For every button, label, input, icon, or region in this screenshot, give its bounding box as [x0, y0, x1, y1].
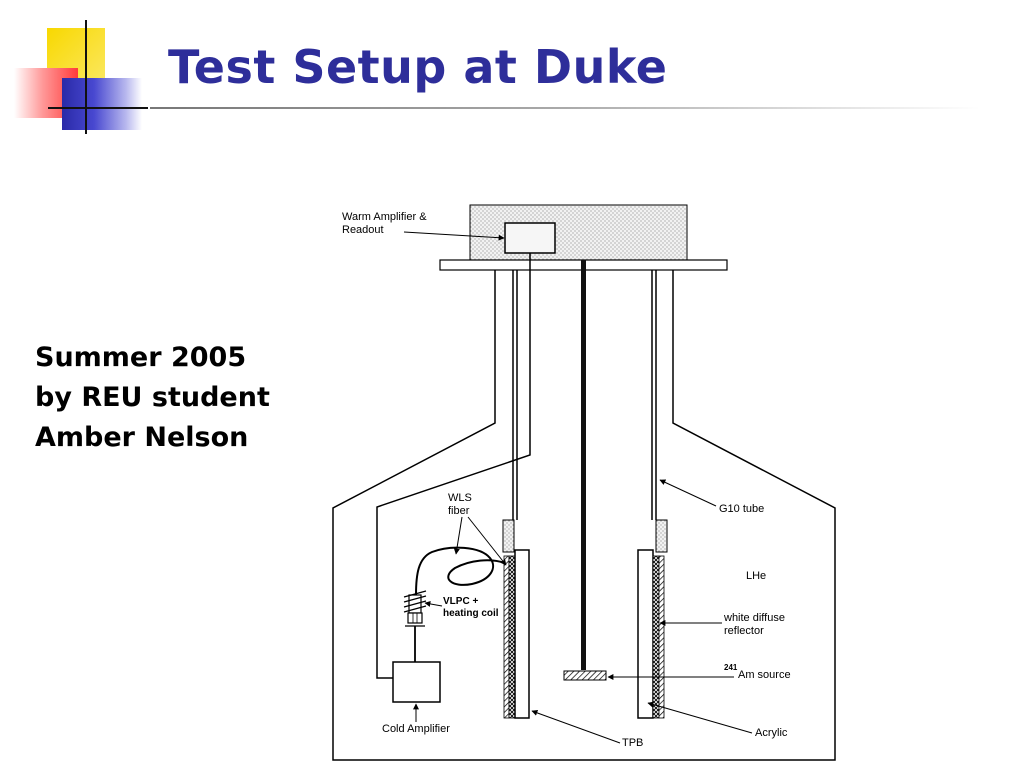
vlpc-heating-coil [403, 590, 427, 627]
reflector-right [652, 555, 660, 719]
vlpc-leader [424, 600, 443, 607]
cold-amplifier-label: Cold Amplifier [382, 723, 450, 735]
warm-amp-label-2: Readout [342, 224, 384, 236]
reflector-label-2: reflector [724, 625, 764, 637]
tpb-layer-right [658, 555, 665, 719]
warm-readout-box [469, 204, 688, 261]
credit-line-3: Amber Nelson [35, 422, 249, 453]
wls-leader-2 [467, 516, 507, 566]
acrylic-label: Acrylic [755, 727, 788, 739]
readout-cable [376, 253, 531, 679]
warm-amplifier-box [504, 222, 556, 254]
warm-amp-leader [403, 231, 505, 241]
acrylic-leader [647, 701, 753, 734]
tpb-label: TPB [622, 737, 643, 749]
source-superscript: 241 [724, 663, 738, 672]
vlpc-label-2: heating coil [443, 608, 499, 619]
acrylic-right [637, 549, 654, 719]
tpb-leader [531, 710, 621, 744]
g10-leader [659, 479, 717, 507]
wls-fiber [415, 546, 506, 596]
credit-line-2: by REU student [35, 382, 270, 413]
vlpc-label-1: VLPC + [443, 596, 478, 607]
decor-vertical-line [85, 20, 87, 134]
g10-tube-label: G10 tube [719, 503, 764, 515]
reflector-label-1: white diffuse [723, 612, 785, 624]
credit-block: Summer 2005 by REU student Amber Nelson [35, 338, 270, 458]
dewar-outline [332, 270, 836, 761]
title-underline [150, 107, 980, 109]
reflector-left [508, 555, 516, 719]
am-source [563, 670, 607, 681]
source-label: Am source [738, 669, 791, 681]
credit-line-1: Summer 2005 [35, 342, 247, 373]
cold-amplifier-box [392, 661, 441, 703]
page-title: Test Setup at Duke [168, 40, 668, 94]
wls-label-1: WLS [448, 492, 472, 504]
g10-collar-right [655, 519, 668, 553]
g10-collar-left [502, 519, 515, 553]
decor-blue-square [62, 78, 142, 130]
lhe-label: LHe [746, 570, 766, 582]
wls-label-2: fiber [448, 505, 470, 517]
decor-horizontal-line [48, 107, 148, 109]
source-rod [581, 260, 586, 670]
wls-leader-1 [453, 516, 463, 555]
tpb-layer-left [503, 555, 510, 719]
warm-amp-label-1: Warm Amplifier & [342, 211, 427, 223]
test-setup-diagram: Warm Amplifier & Readout WLS fiber VLPC … [332, 204, 836, 761]
acrylic-left [514, 549, 530, 719]
